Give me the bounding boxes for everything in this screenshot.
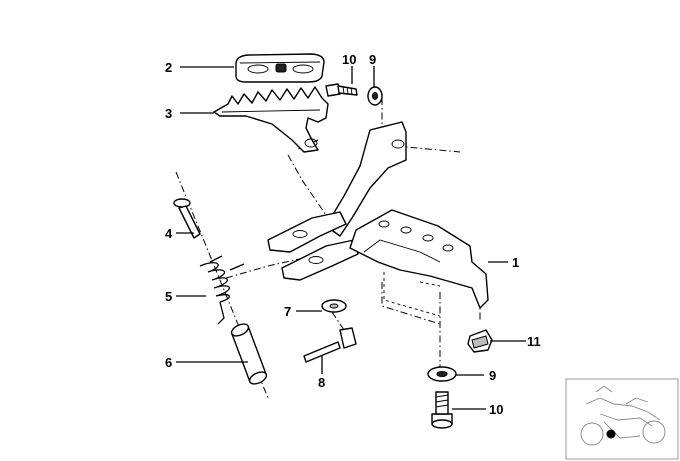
part-9-washer-lower bbox=[427, 366, 457, 382]
callout-8: 8 bbox=[318, 375, 325, 390]
part-9-washer-upper bbox=[367, 86, 383, 106]
location-marker-icon bbox=[606, 429, 616, 439]
motorcycle-thumbnail bbox=[565, 378, 679, 460]
callout-3: 3 bbox=[165, 106, 172, 121]
callout-9-upper: 9 bbox=[369, 52, 376, 67]
part-4-pin bbox=[173, 198, 201, 239]
part-2-footrest-rubber bbox=[235, 53, 325, 83]
callout-4: 4 bbox=[165, 226, 173, 241]
motorcycle-icon bbox=[580, 385, 666, 446]
part-8-cotter-pin bbox=[303, 327, 357, 363]
part-5-spring bbox=[199, 255, 245, 325]
callout-5: 5 bbox=[165, 289, 172, 304]
leader-lines bbox=[176, 66, 526, 410]
part-1-footrest-bracket bbox=[267, 121, 489, 317]
callout-6: 6 bbox=[165, 355, 172, 370]
callout-10-upper: 10 bbox=[342, 52, 356, 67]
callout-10-lower: 10 bbox=[489, 402, 503, 417]
callout-2: 2 bbox=[165, 60, 172, 75]
callout-7: 7 bbox=[284, 304, 291, 319]
part-10-bolt-lower bbox=[431, 391, 453, 429]
part-3-footrest bbox=[213, 86, 329, 153]
callout-1: 1 bbox=[512, 255, 519, 270]
callout-9-lower: 9 bbox=[489, 368, 496, 383]
part-10-bolt-upper bbox=[325, 83, 358, 97]
part-6-bushing bbox=[230, 323, 268, 385]
part-11-rubber-buffer bbox=[467, 329, 493, 353]
callout-11: 11 bbox=[527, 334, 541, 349]
part-7-washer bbox=[321, 299, 347, 313]
callouts: 2 3 10 9 1 4 5 6 7 8 11 9 10 bbox=[165, 52, 541, 417]
